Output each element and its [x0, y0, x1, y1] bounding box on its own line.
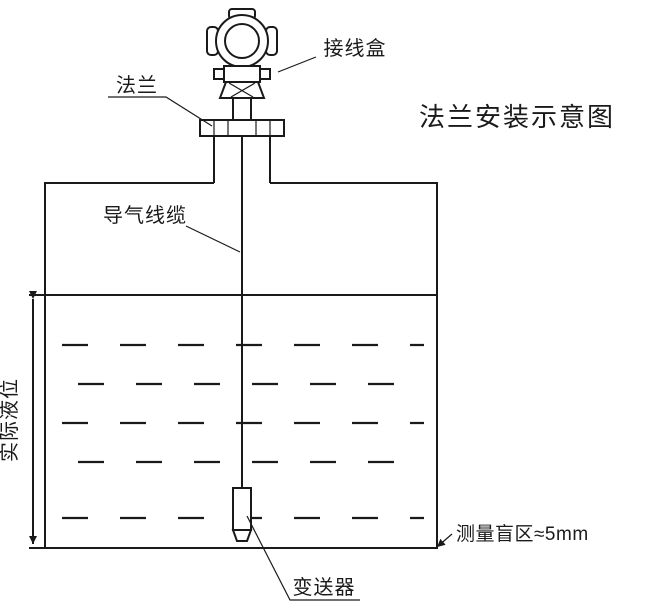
- probe-tip: [231, 529, 253, 542]
- junction-box-leader-line: [277, 56, 317, 73]
- junction-box-left-wing: [213, 68, 225, 80]
- air-cable-leader-line: [185, 225, 241, 253]
- junction-box-right-wing: [259, 68, 271, 80]
- transmitter-housing-outer: [215, 14, 269, 68]
- actual-level-label: 实际液位: [0, 378, 21, 462]
- transmitter-head: [206, 8, 278, 121]
- flange-leader-line: [108, 96, 213, 127]
- connection-stem: [232, 97, 252, 121]
- flange-plate: [199, 119, 285, 137]
- junction-box-label: 接线盒: [324, 37, 387, 60]
- nut-hatch-line: [228, 82, 254, 98]
- flange-label: 法兰: [116, 74, 158, 97]
- transmitter-housing-inner: [224, 23, 260, 59]
- probe-body: [232, 487, 252, 531]
- probe-weight: [231, 487, 253, 542]
- nut-hatch-line: [230, 82, 256, 98]
- blind-zone-label: 测量盲区≈5mm: [456, 523, 589, 545]
- air-cable-label: 导气线缆: [103, 204, 187, 227]
- flange-rect: [199, 119, 285, 137]
- transmitter-label: 变送器: [293, 576, 356, 599]
- blind-zone-arrow: [436, 533, 453, 548]
- diagram-title: 法兰安装示意图: [419, 102, 615, 132]
- junction-box-body: [223, 65, 261, 83]
- transmitter-leader-line: [246, 515, 360, 601]
- tank-outline: [44, 182, 438, 549]
